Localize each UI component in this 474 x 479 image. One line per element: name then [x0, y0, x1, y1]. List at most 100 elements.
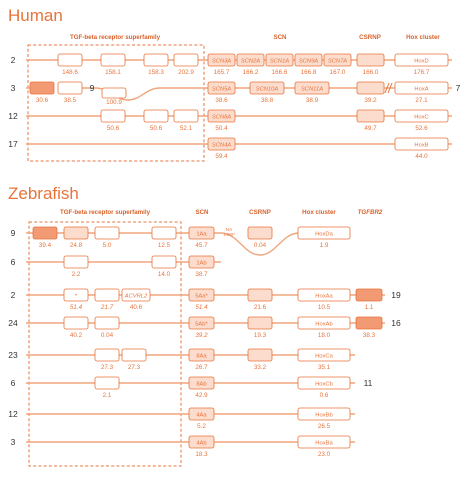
human-title: Human: [8, 6, 63, 25]
zf-chr24-tgfbr2-box: [355, 316, 383, 330]
zf-chr12-label: 12: [8, 409, 18, 419]
na-note-line: NA: [226, 227, 233, 232]
zf-chr12-hox-pos: 26.5: [318, 423, 331, 430]
zf-chr6a-scn-name: 1Ab: [196, 261, 206, 267]
zf-chr6a-label: 6: [11, 257, 16, 267]
human-chr12-tgf-box: [100, 109, 126, 123]
human-chr17-hox-name: HoxB: [414, 143, 428, 149]
human-chr3-break-mark: [387, 82, 393, 94]
human-chr3-hox-name: HoxA: [414, 87, 428, 93]
zf-chr9-line: [220, 232, 300, 256]
zf-chr2-acvrl2-name: ACVRL2: [124, 294, 148, 300]
human-chr3-tgf-pos: 30.6: [36, 97, 49, 104]
zf-chr9-hox-pos: 1.9: [320, 242, 329, 249]
human-chr3-break-mark: [384, 82, 390, 94]
zf-chr2-tgf-pos: 21.7: [100, 304, 114, 311]
zf-chr3-scn-name: 4Ab: [196, 441, 206, 447]
zf-chr24-hox-box: [297, 316, 351, 330]
zebrafish-title: Zebrafish: [8, 184, 79, 203]
zf-chr3-hox-pos: 23.0: [318, 451, 331, 458]
zf-chr6a-tgf-box: [63, 255, 89, 269]
zf-chr24-right-label: 16: [391, 318, 401, 328]
zf-chr3-scn-box: [188, 435, 215, 449]
zf-chr23-tgf-box: [121, 348, 147, 362]
human-chr3-right-label: 7: [456, 83, 461, 93]
zf-chr24-tgf-box: [63, 316, 89, 330]
zf-chr3-hox-name: HoxBa: [315, 441, 333, 447]
human-chr2-scn-box: [265, 53, 294, 67]
human-tgf-group-outline: [27, 44, 205, 162]
zf-chr24-label: 24: [8, 318, 18, 328]
human-chr12-tgf-pos: 50.6: [150, 125, 163, 132]
human-chr17-hox-box: [394, 137, 449, 151]
zf-chr2-tgf-box: [121, 288, 151, 302]
zf-chr2-hox-pos: 10.5: [318, 304, 331, 311]
human-chr17-label: 17: [8, 139, 18, 149]
zf-chr23-scn-box: [188, 348, 215, 362]
zf-chr9-label: 9: [11, 228, 16, 238]
human-chr2-scn-box: [323, 53, 352, 67]
human-chr2-hox-pos: 176.7: [414, 69, 430, 76]
human-chr2-scn-pos: 166.8: [301, 69, 317, 76]
zf-chr2-tgf-pos: 51.4: [70, 304, 83, 311]
zf-chr24-hox-name: HoxAb: [315, 322, 332, 328]
zf-chr9-tgf-box: [151, 226, 177, 240]
human-chr2-tgf-box: [100, 53, 126, 67]
zf-chr2-hox-name: HoxAa: [315, 294, 333, 300]
zf-chr2-hox-box: [297, 288, 351, 302]
zf-chr9-tgf-pos: 39.4: [39, 242, 52, 249]
human-chr12-csrnp-box: [356, 109, 385, 123]
zf-chr6b-scn-box: [188, 376, 215, 390]
human-chr2-tgf-pos: 158.3: [148, 69, 164, 76]
zf-chr2-csrnp-pos: 21.6: [254, 304, 267, 311]
zf-chr2-label: 2: [11, 290, 16, 300]
human-chr2-scn-name: SCN7A: [328, 59, 347, 65]
human-chr2-scn-name: SCN2A: [241, 59, 260, 65]
zf-chr2-scn-pos: 51.4: [195, 304, 208, 311]
human-chr3-label: 3: [11, 83, 16, 93]
human-chr12-scn-name: SCN8A: [212, 115, 231, 121]
human-chr3-tgf-pos: 38.5: [64, 97, 77, 104]
zf-chr3-hox-box: [297, 435, 351, 449]
zf-chr6b-right-label: 11: [364, 378, 373, 388]
human-chr17-scn-name: SCN4A: [212, 143, 231, 149]
zf-chr12-hox-box: [297, 407, 351, 421]
human-chr3-scn-box: [294, 81, 330, 95]
human-chr3-scn-name: SCN11A: [301, 87, 323, 93]
zf-scn-header: SCN: [195, 209, 209, 216]
zf-chr6b-label: 6: [11, 378, 16, 388]
human-chr2-tgf-pos: 202.9: [178, 69, 194, 76]
human-chr2-scn-pos: 165.7: [214, 69, 230, 76]
human-chr3-csrnp-box: [356, 81, 385, 95]
zf-chr3-scn-pos: 18.3: [195, 451, 208, 458]
zf-chr9-tgf-box: [63, 226, 89, 240]
human-chr3-tgf-box: [29, 81, 55, 95]
human-chr3-tgf-pos: 100.9: [106, 99, 122, 106]
human-chr12-label: 12: [8, 111, 18, 121]
zf-chr12-scn-pos: 5.2: [197, 423, 206, 430]
human-chr17-scn-box: [207, 137, 236, 151]
human-chr12-tgf-box: [143, 109, 169, 123]
human-chr3-csrnp-pos: 39.2: [364, 97, 377, 104]
zf-chr6b-tgf-pos: 2.1: [103, 392, 112, 399]
zf-chr23-hox-name: HoxCa: [315, 354, 333, 360]
zf-chr6a-tgf-pos: 14.0: [158, 271, 171, 278]
human-chr2-tgf-box: [57, 53, 83, 67]
zf-chr6a-tgf-box: [151, 255, 177, 269]
zf-chr6b-scn-name: 8Ab: [196, 382, 206, 388]
zf-chr6a-scn-pos: 38.7: [195, 271, 208, 278]
zf-chr24-tgf-box: [94, 316, 120, 330]
human-chr12-scn-pos: 50.4: [215, 125, 228, 132]
zf-chr2-tgfbr2-box: [355, 288, 383, 302]
human-chr2-tgf-pos: 158.1: [105, 69, 121, 76]
human-chr12-hox-box: [394, 109, 449, 123]
human-chr12-tgf-pos: 50.6: [107, 125, 120, 132]
human-chr2-scn-box: [207, 53, 236, 67]
zf-tgfbr2-header: TGFBR2: [358, 209, 383, 216]
human-chr2-tgf-box: [173, 53, 199, 67]
zf-chr2-tgf-box: [63, 288, 89, 302]
zf-chr12-hox-name: HoxBb: [315, 413, 332, 419]
zf-chr2-tgf-box: [94, 288, 120, 302]
